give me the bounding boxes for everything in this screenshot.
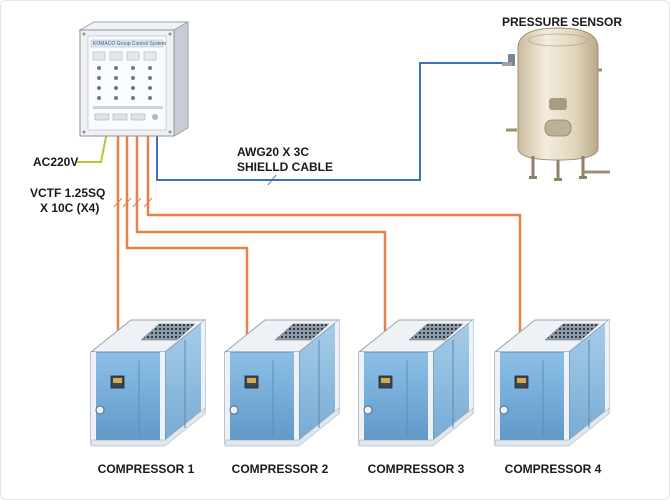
control-cable-2	[125, 136, 249, 385]
group-controller	[78, 21, 190, 137]
control-cable-label: VCTF 1.25SQ X 10C (X4)	[30, 186, 105, 216]
signal-cable-label: AWG20 X 3C SHIELLD CABLE	[237, 145, 333, 175]
controller-panel-title: KOMACO Group Control System	[93, 41, 167, 47]
signal-cable-tick	[267, 174, 277, 186]
power-label: AC220V	[33, 155, 79, 169]
controller-screws	[82, 32, 172, 134]
compressor-units	[89, 318, 611, 447]
compressor-3	[357, 318, 475, 447]
compressor-3-label: COMPRESSOR 3	[367, 462, 465, 476]
control-cable-label-line2: X 10C (X4)	[40, 201, 100, 215]
compressor-1	[89, 318, 207, 447]
compressor-4	[493, 318, 611, 447]
control-cable-3	[135, 136, 387, 385]
power-line	[77, 131, 108, 163]
compressor-4-label: COMPRESSOR 4	[504, 462, 602, 476]
pressure-tank	[502, 27, 610, 181]
signal-cable	[156, 62, 502, 181]
tank-legs	[531, 156, 585, 180]
control-cable-4	[146, 136, 522, 385]
compressor-2-label: COMPRESSOR 2	[231, 462, 329, 476]
cable-break-marks	[113, 197, 153, 208]
compressor-2	[223, 318, 341, 447]
controller-indicators	[92, 51, 163, 121]
control-cables	[116, 136, 522, 385]
pressure-sensor-label: PRESSURE SENSOR	[502, 15, 623, 29]
compressor-1-label: COMPRESSOR 1	[97, 462, 195, 476]
control-cable-label-line1: VCTF 1.25SQ	[30, 186, 106, 200]
signal-cable-label-line1: AWG20 X 3C	[237, 145, 310, 159]
signal-cable-label-line2: SHIELLD CABLE	[237, 160, 333, 174]
